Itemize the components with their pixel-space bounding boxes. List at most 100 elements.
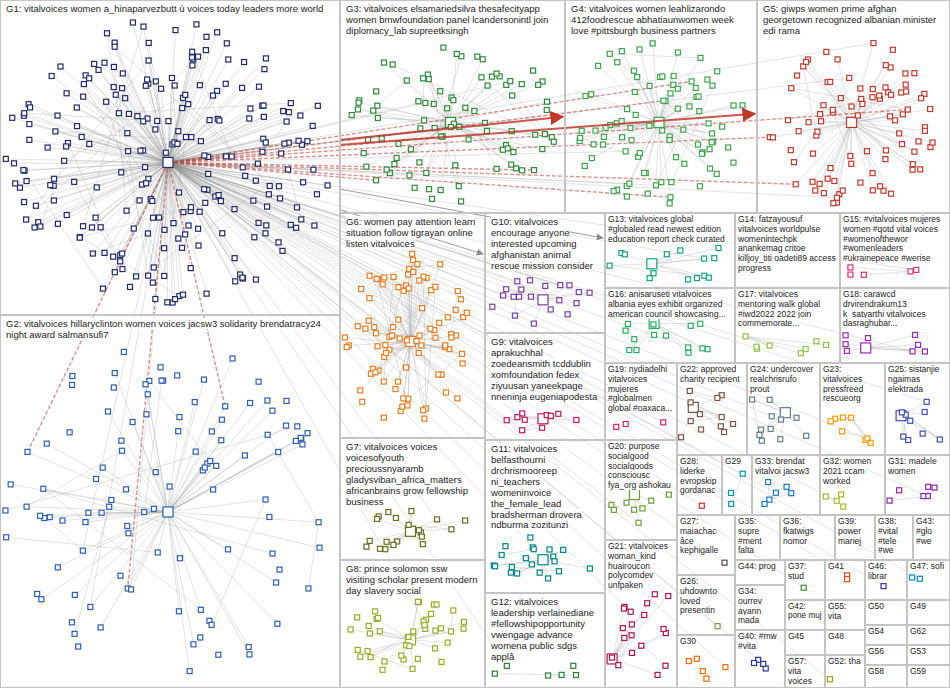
vertex-square	[828, 79, 833, 84]
vertex-square	[785, 118, 790, 123]
vertex-square	[422, 416, 427, 421]
vertex-square	[445, 106, 450, 111]
vertex-line	[652, 264, 704, 276]
vertex-square	[860, 102, 865, 107]
vertex-line	[168, 65, 192, 162]
vertex-square	[668, 91, 673, 96]
vertex-line	[693, 407, 733, 424]
vertex-square	[13, 181, 18, 186]
vertex-square	[189, 205, 194, 210]
vertex-square	[653, 183, 658, 188]
vertex-line	[83, 163, 168, 227]
vertex-line	[411, 629, 464, 640]
vertex-square	[702, 256, 707, 261]
vertex-square	[265, 432, 270, 437]
vertex-square	[520, 411, 525, 416]
vertex-square	[619, 49, 624, 54]
vertex-square	[316, 520, 321, 525]
vertex-square	[382, 275, 387, 280]
vertex-square	[190, 49, 195, 54]
vertex-square	[242, 60, 247, 65]
vertex-line	[377, 279, 411, 341]
vertex-line	[168, 122, 287, 163]
vertex-square	[455, 289, 460, 294]
vertex-square	[159, 86, 164, 91]
vertex-square	[107, 504, 112, 509]
vertex-square	[102, 60, 107, 65]
vertex-line	[148, 394, 168, 512]
vertex-square	[196, 226, 201, 231]
vertex-square	[204, 291, 209, 296]
vertex-square	[789, 491, 794, 496]
cross-group-line	[168, 163, 725, 563]
vertex-line	[654, 323, 702, 348]
vertex-square	[522, 417, 527, 422]
vertex-square	[281, 109, 286, 114]
vertex-square	[700, 346, 705, 351]
vertex-square	[384, 350, 389, 355]
vertex-square	[395, 379, 400, 384]
vertex-square	[404, 78, 409, 83]
group-label: G13: vitalvoices global #globaled read n…	[608, 214, 725, 244]
vertex-square	[223, 81, 228, 86]
vertex-square	[145, 231, 150, 236]
vertex-line	[411, 622, 464, 640]
group-box: G31: madele women	[885, 455, 950, 515]
vertex-line	[114, 67, 168, 163]
vertex-square	[548, 413, 553, 418]
vertex-square	[624, 500, 629, 505]
vertex-square	[33, 203, 38, 208]
vertex-square	[299, 217, 304, 222]
vertex-square	[72, 592, 77, 597]
vertex-square	[144, 181, 149, 186]
vertex-square	[858, 86, 863, 91]
vertex-line	[116, 95, 127, 211]
vertex-square	[731, 103, 736, 108]
vertex-square	[629, 633, 634, 638]
cross-group-line	[168, 163, 522, 431]
vertex-square	[288, 101, 293, 106]
vertex-square	[159, 378, 164, 383]
vertex-square	[607, 263, 612, 268]
vertex-square	[72, 179, 77, 184]
vertex-square	[261, 103, 266, 108]
vertex-square	[109, 497, 114, 502]
vertex-square	[664, 252, 669, 257]
vertex-line	[168, 403, 250, 512]
vertex-square	[374, 89, 379, 94]
vertex-square	[39, 597, 44, 602]
vertex-line	[149, 381, 210, 461]
vertex-square	[579, 128, 584, 133]
vertex-square	[889, 191, 894, 196]
vertex-square	[628, 125, 633, 130]
vertex-square	[698, 55, 703, 60]
vertex-square	[373, 609, 378, 614]
vertex-line	[168, 163, 191, 269]
vertex-square	[163, 158, 173, 168]
vertex-square	[661, 420, 666, 425]
vertex-square	[315, 103, 320, 108]
group-box: G10: vitalvoices encourage anyone intere…	[485, 213, 605, 333]
vertex-square	[194, 22, 199, 27]
vertex-square	[47, 515, 52, 520]
vertex-square	[150, 280, 155, 285]
vertex-square	[137, 198, 142, 203]
vertex-square	[373, 370, 378, 375]
vertex-square	[155, 118, 160, 123]
vertex-square	[897, 131, 902, 136]
vertex-square	[515, 415, 520, 420]
vertex-square	[300, 442, 305, 447]
vertex-square	[664, 333, 669, 338]
vertex-line	[20, 163, 168, 188]
vertex-line	[652, 259, 704, 264]
vertex-square	[914, 267, 919, 272]
vertex-square	[342, 335, 347, 340]
vertex-square	[804, 433, 809, 438]
vertex-square	[845, 577, 850, 582]
vertex-square	[647, 123, 652, 128]
vertex-square	[629, 650, 634, 655]
vertex-square	[414, 339, 419, 344]
cross-group-line	[83, 163, 168, 551]
vertex-square	[215, 30, 220, 35]
